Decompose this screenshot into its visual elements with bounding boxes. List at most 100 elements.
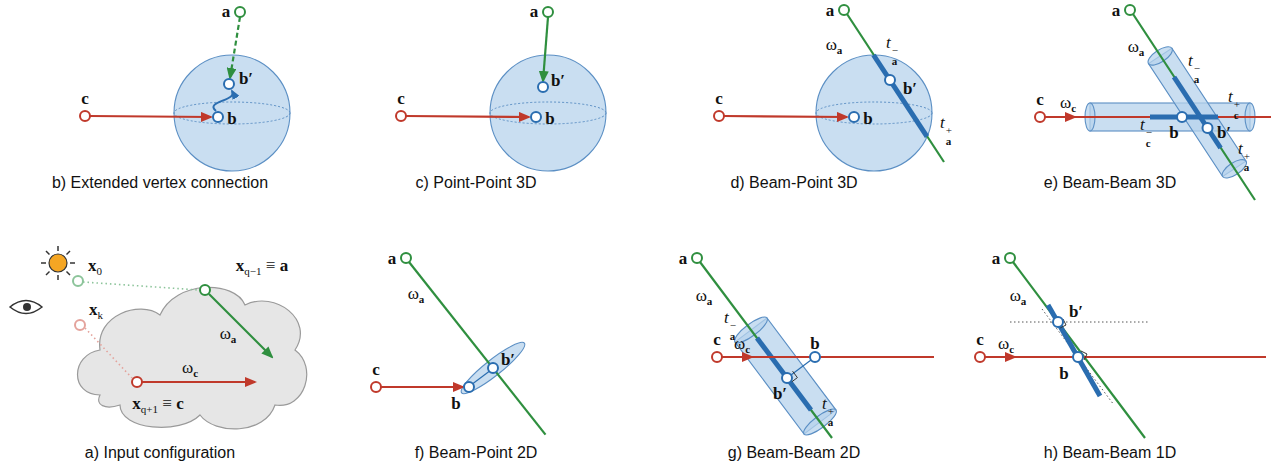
symbol-part: b — [1217, 123, 1226, 142]
symbol-part: ′ — [1078, 302, 1083, 321]
vertex-point — [849, 112, 859, 122]
symbol-part: x — [89, 300, 98, 319]
math-label: b′ — [773, 385, 787, 402]
light-source — [49, 254, 67, 272]
math-label: ωa — [826, 36, 843, 56]
symbol-part: c — [81, 89, 89, 108]
subscript: a — [828, 417, 834, 428]
math-label: xq−1 ≡ a — [236, 257, 288, 277]
camera-ray — [381, 386, 463, 388]
vertex-point — [396, 111, 406, 121]
light-beam — [847, 14, 944, 162]
symbol-part: c — [713, 330, 721, 349]
sphere — [174, 55, 290, 171]
superscript: + — [1234, 99, 1240, 110]
superscript: + — [946, 125, 952, 136]
symbol-part: t — [822, 394, 827, 413]
panel-caption: f) Beam-Point 2D — [415, 445, 538, 461]
dashed-connection — [230, 17, 240, 78]
index-stack: a− — [892, 45, 898, 67]
beam-segment — [757, 338, 811, 410]
vertex-point — [488, 363, 498, 373]
math-label: a — [1112, 2, 1121, 19]
vertex-point — [782, 373, 792, 383]
subscript: a — [1244, 162, 1250, 173]
symbol-part: x — [132, 394, 141, 413]
vertex-point — [1073, 352, 1083, 362]
light-beam — [409, 262, 546, 435]
symbol-part — [275, 256, 279, 275]
subscript: a — [892, 56, 898, 67]
symbol-part: t — [1238, 139, 1243, 158]
vertex-point — [975, 352, 985, 362]
superscript: − — [1146, 127, 1152, 138]
math-label: c — [81, 90, 89, 107]
camera-direction — [142, 381, 255, 383]
panel-caption: d) Beam-Point 3D — [730, 175, 857, 191]
panel-caption: c) Point-Point 3D — [416, 175, 537, 191]
math-label: ta− — [886, 34, 898, 67]
index-stack: a− — [1194, 63, 1200, 85]
math-label: ωa — [220, 325, 237, 345]
math-label: a — [530, 3, 539, 20]
math-label: c — [372, 361, 380, 378]
symbol-part: b — [903, 79, 912, 98]
symbol-part — [172, 394, 176, 413]
math-label: b′ — [551, 72, 565, 89]
vertex-point — [80, 111, 90, 121]
symbol-part: a — [679, 249, 688, 268]
subscript: a — [946, 136, 952, 147]
vertex-point — [464, 382, 474, 392]
symbol-part: b — [1069, 302, 1078, 321]
symbol-part: ω — [1128, 37, 1139, 56]
symbol-part: x — [236, 256, 245, 275]
index-stack: c− — [1146, 127, 1152, 149]
symbol-part: b — [239, 69, 248, 88]
vertex-point — [839, 5, 849, 15]
symbol-part: ≡ — [162, 394, 172, 413]
index-stack: c+ — [1234, 99, 1240, 121]
math-label: ta+ — [940, 114, 952, 147]
symbol-part: a — [1139, 46, 1145, 58]
math-label: c — [713, 331, 721, 348]
sphere — [816, 55, 932, 171]
math-label: b — [1059, 365, 1068, 382]
vertex-point — [1125, 5, 1135, 15]
symbol-part: ω — [826, 35, 837, 54]
symbol-part: b — [501, 350, 510, 369]
vertex-point — [224, 79, 234, 89]
math-label: b — [227, 110, 236, 127]
superscript: + — [828, 406, 834, 417]
symbol-part: a — [231, 333, 237, 345]
subscript: a — [1194, 74, 1200, 85]
symbol-part: ′ — [510, 350, 515, 369]
math-label: c — [1036, 91, 1044, 108]
panel-caption: h) Beam-Beam 1D — [1044, 445, 1177, 461]
math-label: xq+1 ≡ c — [132, 395, 183, 415]
symbol-part: b — [1169, 123, 1178, 142]
sun-rays — [41, 246, 75, 280]
guide-line — [1010, 322, 1150, 323]
camera-ray — [90, 116, 211, 117]
camera-beam — [722, 356, 934, 358]
symbol-part: ′ — [912, 79, 917, 98]
symbol-part: k — [98, 309, 104, 321]
symbol-part: ω — [182, 358, 193, 377]
math-label: b — [810, 335, 819, 352]
path-vertex — [75, 320, 85, 330]
camera-ray — [724, 116, 847, 117]
vertex-point — [543, 7, 553, 17]
symbol-part: a — [1112, 1, 1121, 20]
math-label: b — [1169, 124, 1178, 141]
symbol-part: b — [810, 334, 819, 353]
symbol-part: c — [372, 360, 380, 379]
symbol-part: c — [397, 89, 405, 108]
symbol-part: a — [1021, 295, 1027, 307]
symbol-part: t — [940, 113, 945, 132]
vertex-point — [371, 382, 381, 392]
math-label: x0 — [88, 257, 102, 277]
symbol-part: ω — [696, 286, 707, 305]
vertex-point — [531, 112, 541, 122]
symbol-part: ω — [1010, 286, 1021, 305]
panel-caption: g) Beam-Beam 2D — [728, 445, 861, 461]
